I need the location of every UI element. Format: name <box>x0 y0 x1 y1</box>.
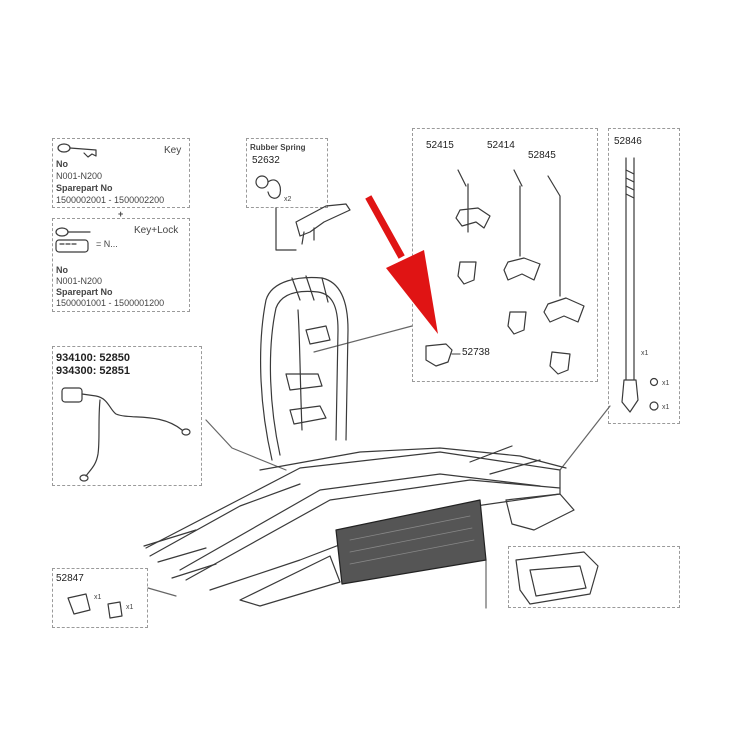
rod-box <box>608 128 680 424</box>
bottom-left-box <box>52 568 148 628</box>
arm-part-3: 52845 <box>528 150 556 161</box>
bottom-right-box <box>508 546 680 608</box>
rubber-spring-qty: x2 <box>284 196 292 203</box>
rubber-spring-box <box>246 138 328 208</box>
key-icon <box>57 143 97 158</box>
keylock-box <box>52 218 190 312</box>
keylock-spare-label: Sparepart No <box>56 287 113 297</box>
rod-qty: x1 <box>641 350 649 357</box>
rod-part: 52846 <box>614 136 642 147</box>
red-arrow-icon <box>365 195 438 334</box>
arms-box <box>412 128 598 382</box>
keylock-title: Key+Lock <box>134 225 179 236</box>
pad-part: 52738 <box>462 347 490 358</box>
lock-icon <box>55 227 91 253</box>
rubber-spring-icon <box>255 175 281 199</box>
arm-part-icons <box>425 169 585 375</box>
cable-icon <box>61 387 191 482</box>
arm-part-1: 52415 <box>426 140 454 151</box>
plus-sign: + <box>118 209 124 219</box>
bottom-left-qty-a: x1 <box>94 594 102 601</box>
key-spare-label: Sparepart No <box>56 183 113 193</box>
keylock-no-value: N001-N200 <box>56 276 103 286</box>
key-box <box>52 138 190 208</box>
washer-qty: x1 <box>662 404 670 411</box>
rubber-spring-part: 52632 <box>252 155 280 166</box>
rubber-spring-title: Rubber Spring <box>250 143 306 152</box>
key-no-value: N001-N200 <box>56 171 103 181</box>
rod-icon <box>621 157 659 413</box>
screw-qty: x1 <box>662 380 670 387</box>
bottom-left-qty-b: x1 <box>126 604 134 611</box>
keylock-spare-value: 1500001001 - 1500001200 <box>56 298 165 308</box>
cable-line-2: 934300: 52851 <box>56 365 131 377</box>
key-spare-value: 1500002001 - 1500002200 <box>56 195 165 205</box>
cable-box <box>52 346 202 486</box>
cable-line-1: 934100: 52850 <box>56 352 131 364</box>
keylock-equals: = N... <box>96 239 118 249</box>
keylock-no-label: No <box>56 265 68 275</box>
key-no-label: No <box>56 159 68 169</box>
arm-part-2: 52414 <box>487 140 515 151</box>
bottom-left-part: 52847 <box>56 573 84 584</box>
key-title: Key <box>164 145 182 156</box>
